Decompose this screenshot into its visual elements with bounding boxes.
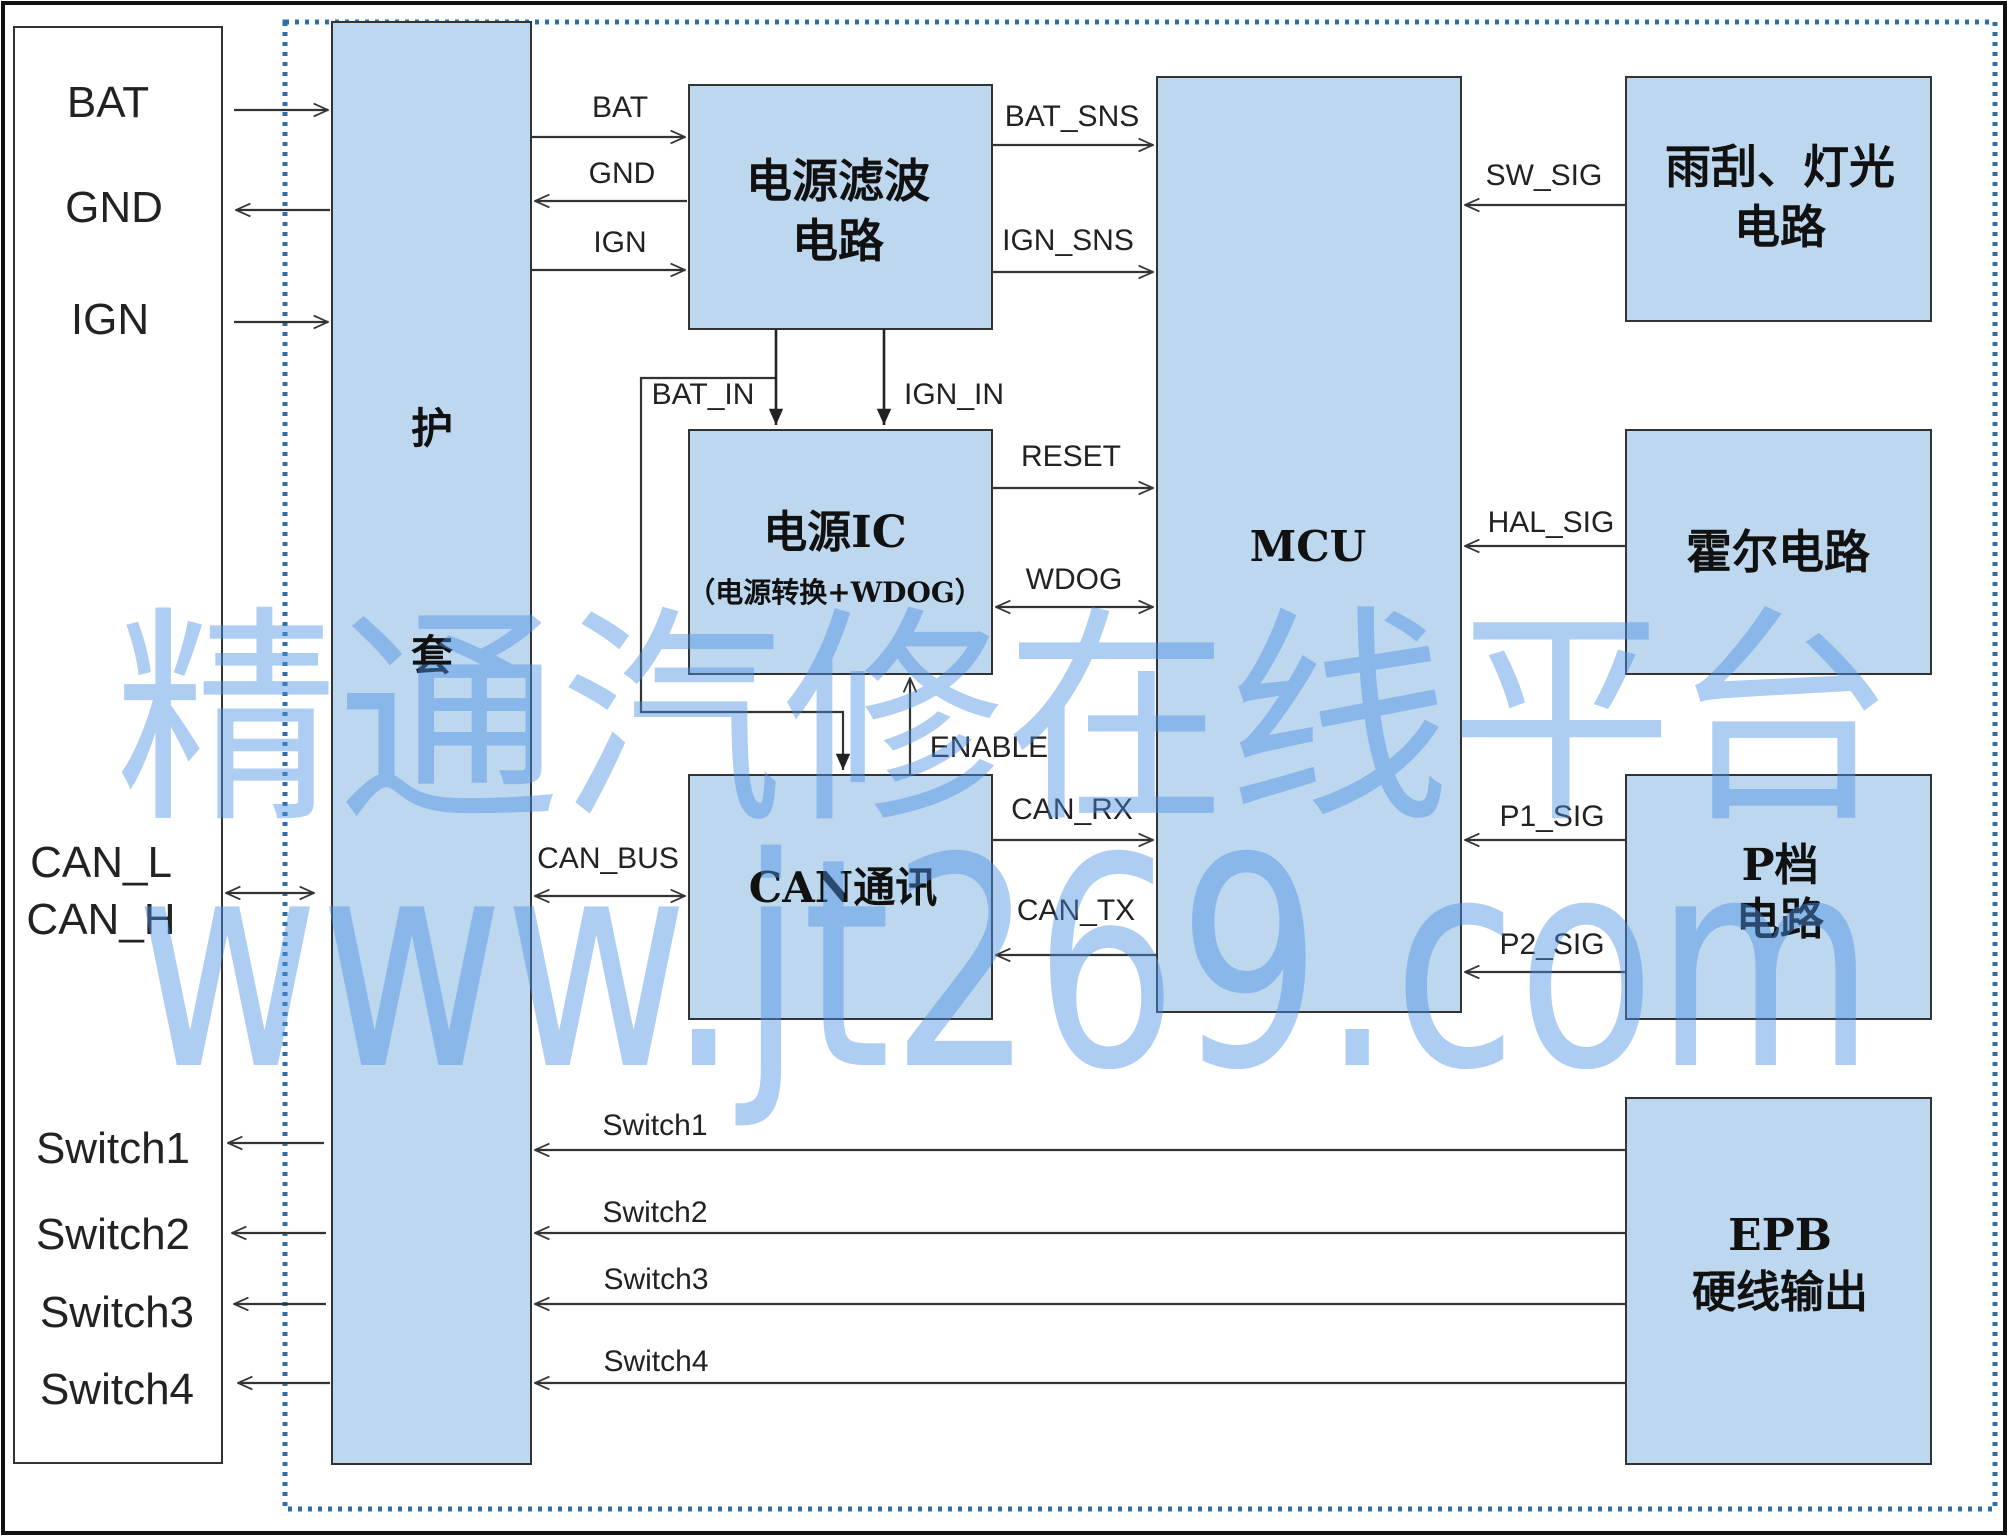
sig-reset-label: RESET [1021,440,1121,473]
line-bat-in-loop [639,376,851,770]
power-filter-label-1: 电源滤波 [746,154,930,208]
module-boundary [282,19,1998,1512]
watermark-url: www.jt269.com [135,797,1875,1134]
watermark-title: 精通汽修在线平台 [115,588,1895,855]
power-ic-label-2: （电源转换+WDOG） [687,576,983,609]
pin-bat-label: BAT [67,78,149,127]
protection-label-1: 护 [411,404,453,453]
sig-bat-sns-label: BAT_SNS [1005,100,1140,133]
sig-ign-sns-label: IGN_SNS [1002,224,1134,257]
sig-p2-sig-label: P2_SIG [1499,928,1604,961]
p-gear-label-2: 电路 [1736,894,1825,945]
mcu-label: MCU [1250,522,1367,571]
pin-can-h-label: CAN_H [26,895,175,944]
connector-box [13,26,223,1464]
hall-label: 霍尔电路 [1686,525,1871,579]
sig-ign-label: IGN [593,226,646,259]
sig-p1-sig-label: P1_SIG [1499,800,1604,833]
pin-can-l-label: CAN_L [30,838,172,887]
wiper-light-label-1: 雨刮、灯光 [1665,140,1895,194]
sig-switch2-label: Switch2 [602,1196,707,1229]
wiper-light-block [1625,76,1932,322]
sig-wdog-label: WDOG [1026,563,1123,596]
sig-switch4-label: Switch4 [603,1345,708,1378]
can-comm-block [688,774,993,1020]
wiper-light-label-2: 电路 [1734,200,1827,254]
protection-label-2: 套 [411,631,453,680]
sig-sw-sig-label: SW_SIG [1486,159,1603,192]
power-filter-label-2: 电路 [792,214,885,268]
pin-ign-label: IGN [71,295,149,344]
p-gear-label-1: P档 [1741,840,1818,891]
sig-ign-in-label: IGN_IN [904,378,1004,411]
pin-gnd-label: GND [65,183,163,232]
power-ic-block [688,429,993,675]
pin-switch4-label: Switch4 [40,1365,194,1414]
epb-output-label-1: EPB [1728,1210,1832,1261]
sig-can-rx-label: CAN_RX [1011,793,1133,826]
epb-output-block [1625,1097,1932,1465]
sig-gnd-label: GND [589,157,656,190]
sig-bat-in-label: BAT_IN [652,378,755,411]
protection-block [331,21,532,1465]
sig-switch3-label: Switch3 [603,1263,708,1296]
pin-switch1-label: Switch1 [36,1124,190,1173]
sig-can-bus-label: CAN_BUS [537,842,679,875]
pin-switch2-label: Switch2 [36,1210,190,1259]
can-comm-label: CAN通讯 [749,863,937,912]
sig-enable-label: ENABLE [930,731,1048,764]
p-gear-block [1625,774,1932,1020]
mcu-block [1156,76,1462,1013]
power-ic-label-1: 电源IC [763,507,907,558]
power-filter-block [688,84,993,330]
pin-switch3-label: Switch3 [40,1288,194,1337]
sig-bat-label: BAT [592,91,648,124]
sig-switch1-label: Switch1 [602,1109,707,1142]
sig-hal-sig-label: HAL_SIG [1488,506,1615,539]
sig-can-tx-label: CAN_TX [1017,894,1135,927]
epb-output-label-2: 硬线输出 [1692,1267,1868,1318]
hall-block [1625,429,1932,675]
